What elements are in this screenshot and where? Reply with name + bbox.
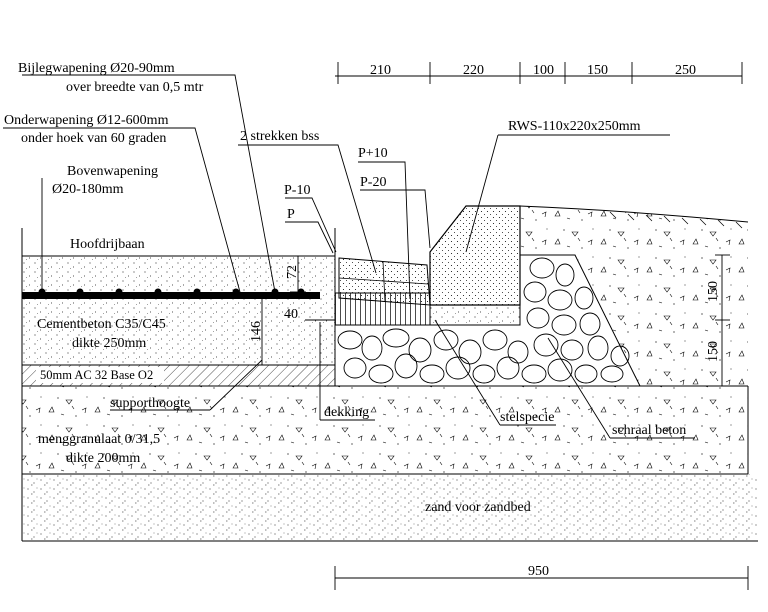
dim-146: 146 (249, 321, 264, 342)
dim-right-upper: 150 (706, 281, 721, 302)
label-bijlegwapening-2: over breedte van 0,5 mtr (66, 80, 204, 95)
label-bovenwapening-1: Bovenwapening (67, 164, 158, 179)
concrete-slab (22, 256, 335, 365)
dim-40: 40 (284, 307, 298, 322)
bottom-dimension (334, 566, 749, 590)
label-ac-layer: 50mm AC 32 Base O2 (40, 368, 153, 382)
mortar-strip (429, 304, 521, 326)
label-p-minus-10: P-10 (284, 183, 310, 198)
dim-top-1: 210 (370, 63, 391, 78)
leader-lines (3, 74, 695, 439)
label-onderwapening-2: onder hoek van 60 graden (21, 131, 166, 146)
dim-top-5: 250 (675, 63, 696, 78)
label-dekking: dekking (324, 405, 369, 420)
dim-top-2: 220 (463, 63, 484, 78)
label-hoofdrijbaan: Hoofdrijbaan (70, 237, 145, 252)
right-dimension (715, 254, 730, 387)
label-p-minus-20: P-20 (360, 175, 386, 190)
dim-bottom: 950 (528, 564, 549, 579)
top-dimension (335, 62, 743, 84)
label-zand: zand voor zandbed (425, 500, 531, 515)
rws-kerb (429, 205, 521, 306)
label-schraal-beton: schraal beton (612, 423, 686, 438)
sand-layer (22, 474, 758, 541)
label-cementbeton-1: Cementbeton C35/C45 (37, 317, 166, 332)
label-p: P (287, 207, 295, 222)
label-menggranulaat-2: dikte 200mm (66, 451, 140, 466)
verge-soil (520, 206, 748, 386)
label-bijlegwapening-1: Bijlegwapening Ø20-90mm (18, 61, 175, 76)
label-menggranulaat-1: menggranulaat 0/31,5 (38, 432, 160, 447)
label-supporthoogte: supporthoogte (110, 396, 190, 411)
asphalt-label-bg (36, 367, 164, 383)
dim-72: 72 (285, 265, 300, 279)
label-bovenwapening-2: Ø20-180mm (52, 182, 124, 197)
label-onderwapening-1: Onderwapening Ø12-600mm (4, 113, 169, 128)
label-rws: RWS-110x220x250mm (508, 119, 641, 134)
label-p-plus-10: P+10 (358, 146, 388, 161)
slab-dimensions (255, 255, 335, 366)
granulate-layer (22, 386, 748, 474)
label-stelspecie: stelspecie (500, 410, 554, 425)
dim-right-lower: 150 (706, 341, 721, 362)
dim-top-4: 150 (587, 63, 608, 78)
label-strekken: 2 strekken bss (240, 129, 319, 144)
dim-top-3: 100 (533, 63, 554, 78)
soil-hatch (609, 211, 743, 229)
label-cementbeton-2: dikte 250mm (72, 336, 146, 351)
reinforcement-bar (22, 292, 320, 299)
